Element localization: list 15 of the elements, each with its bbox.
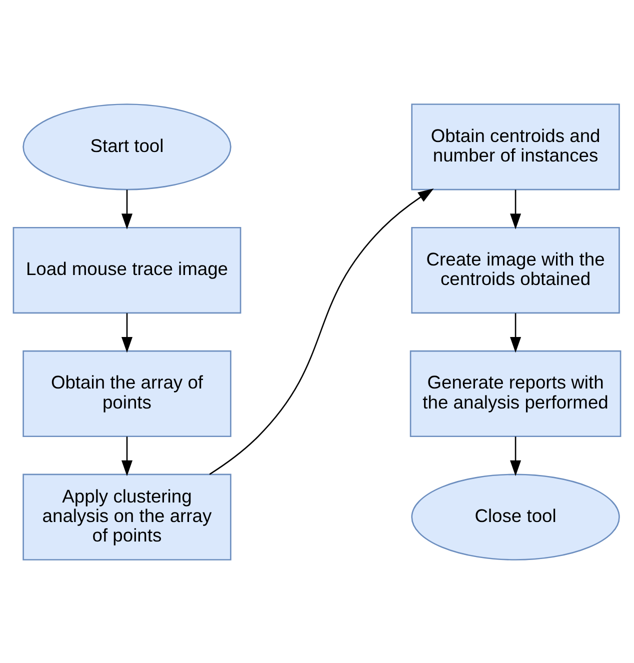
arrow	[510, 189, 522, 229]
node-box: Create image with the centroids obtained	[411, 226, 620, 314]
arrow	[121, 312, 133, 352]
node-box: Apply clustering analysis on the array of points	[22, 473, 232, 560]
node-box: Obtain centroids and number of instances	[411, 103, 620, 190]
arrow	[510, 436, 522, 476]
arrow	[121, 189, 133, 229]
node-box: Generate reports with the analysis performed	[410, 350, 622, 437]
node-ellipse: Start tool	[22, 103, 232, 190]
arrow	[510, 312, 522, 352]
arrow	[121, 436, 133, 476]
arrow	[209, 188, 434, 474]
node-box: Load mouse trace image	[12, 226, 242, 314]
node-box: Obtain the array of points	[22, 350, 232, 437]
node-ellipse: Close tool	[411, 473, 620, 560]
